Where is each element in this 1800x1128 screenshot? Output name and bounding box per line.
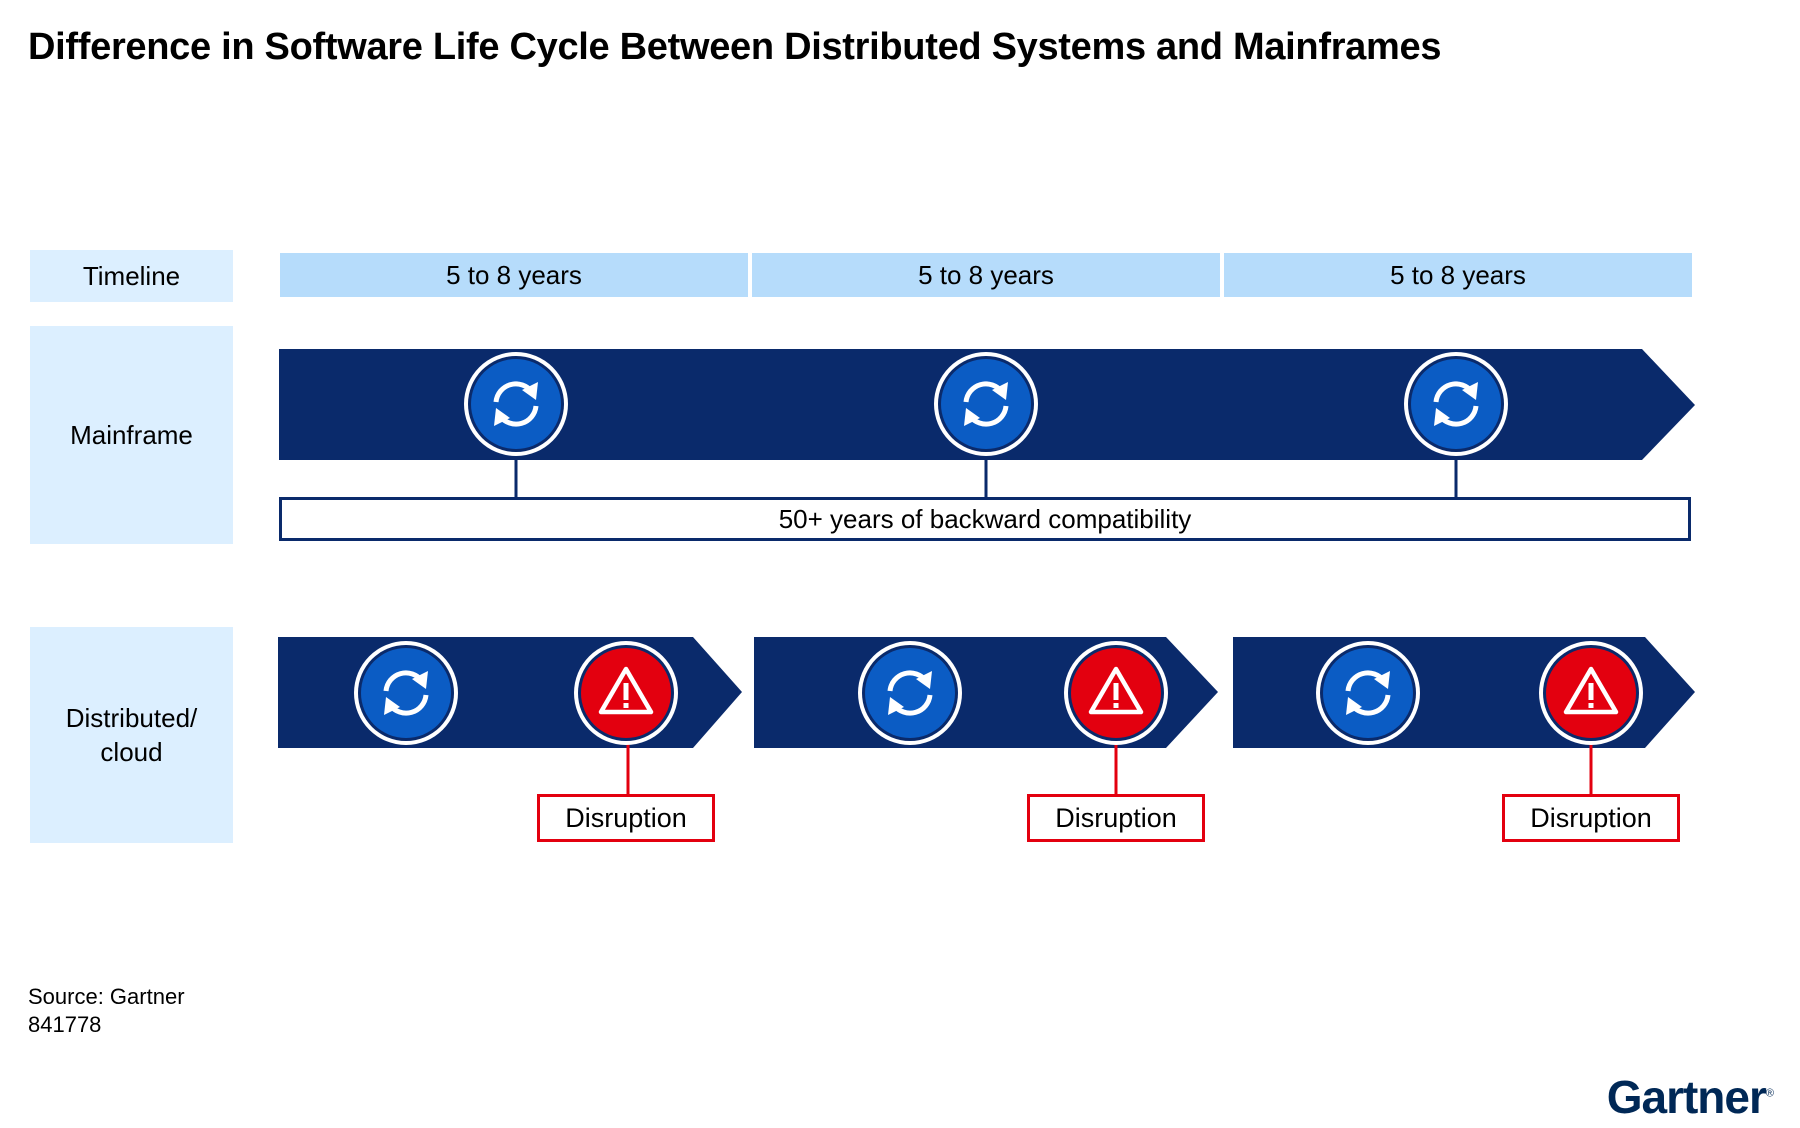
timeline-period-1: 5 to 8 years	[280, 253, 748, 297]
warning-icon	[1539, 641, 1643, 745]
figure-id: 841778	[28, 1012, 102, 1037]
row-label-distributed: Distributed/ cloud	[30, 627, 233, 843]
row-label-mainframe: Mainframe	[30, 326, 233, 544]
refresh-icon	[858, 641, 962, 745]
disruption-label-2: Disruption	[1027, 794, 1205, 842]
timeline-period-2: 5 to 8 years	[752, 253, 1220, 297]
refresh-icon	[1316, 641, 1420, 745]
refresh-icon	[354, 641, 458, 745]
refresh-icon	[464, 352, 568, 456]
source-text: Source: Gartner	[28, 984, 185, 1009]
refresh-icon	[934, 352, 1038, 456]
refresh-icon	[1404, 352, 1508, 456]
timeline-period-3: 5 to 8 years	[1224, 253, 1692, 297]
gartner-logo: Gartner®	[1606, 1071, 1774, 1123]
row-label-timeline: Timeline	[30, 250, 233, 302]
warning-icon	[1064, 641, 1168, 745]
logo-text: Gartner	[1606, 1071, 1767, 1123]
page-title: Difference in Software Life Cycle Betwee…	[28, 26, 1442, 68]
backward-compatibility-bar: 50+ years of backward compatibility	[279, 497, 1691, 541]
disruption-label-1: Disruption	[537, 794, 715, 842]
disruption-label-3: Disruption	[1502, 794, 1680, 842]
warning-icon	[574, 641, 678, 745]
source-note: Source: Gartner 841778	[28, 983, 185, 1039]
